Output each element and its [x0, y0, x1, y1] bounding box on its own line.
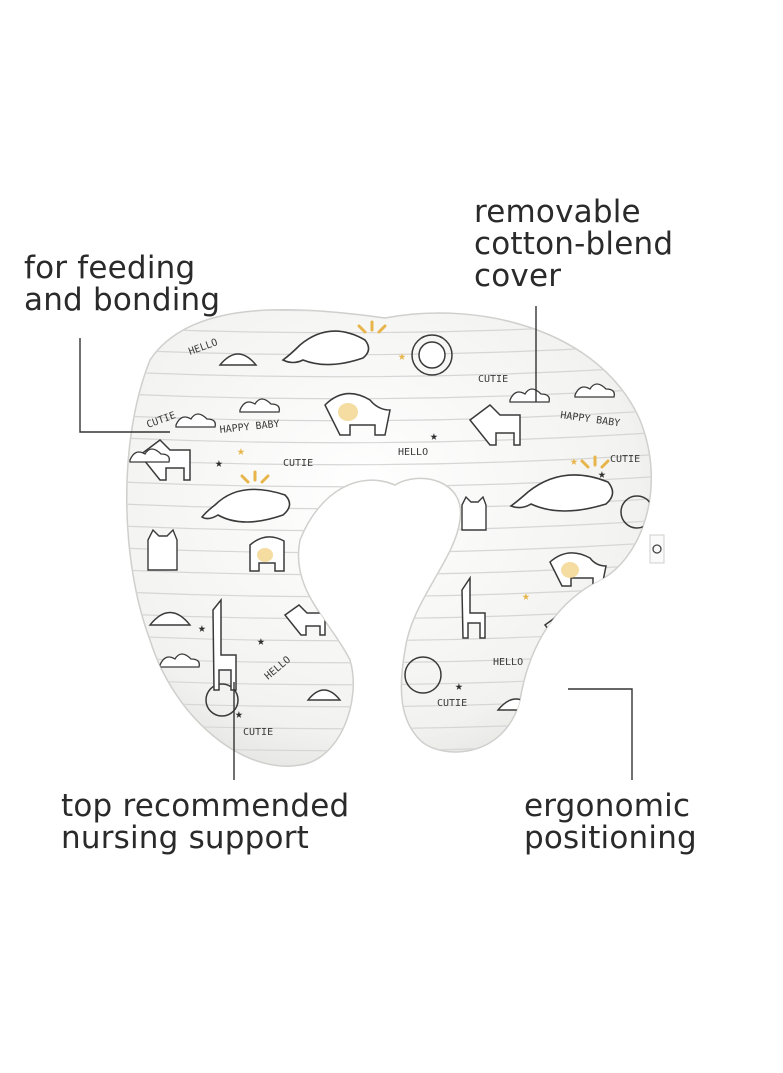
callout-ergonomic-positioning: ergonomic positioning: [524, 788, 697, 856]
svg-text:★: ★: [522, 589, 530, 604]
print-word-cutie: CUTIE: [243, 727, 273, 738]
svg-text:★: ★: [235, 707, 243, 722]
svg-text:★: ★: [198, 621, 206, 636]
brand-tag: [649, 534, 665, 564]
giraffe-doodle: [212, 575, 486, 691]
svg-text:★: ★: [598, 467, 606, 482]
fabric-stripe: [126, 364, 652, 378]
svg-text:★: ★: [237, 444, 245, 459]
svg-text:★: ★: [430, 429, 438, 444]
callout-removable-cover: removable cotton-blend cover: [474, 194, 674, 294]
print-word-hello: HELLO: [493, 657, 523, 668]
print-word-cutie: CUTIE: [478, 374, 508, 385]
elephant-doodle: [249, 392, 607, 587]
leader-ergonomic: [568, 688, 633, 780]
svg-text:★: ★: [570, 454, 578, 469]
whale-doodle: [200, 330, 614, 523]
print-word-hello: HELLO: [398, 447, 428, 458]
print-word-cutie: CUTIE: [610, 454, 640, 465]
print-word-cutie: CUTIE: [283, 458, 313, 469]
print-word-cutie: CUTIE: [437, 698, 467, 709]
leader-feeding: [79, 338, 170, 433]
cloud-doodle: [129, 383, 615, 668]
svg-text:★: ★: [257, 634, 265, 649]
svg-text:★: ★: [455, 679, 463, 694]
sparkle-doodle: [240, 320, 610, 484]
fabric-stripe: [126, 430, 652, 444]
callout-nursing-support: top recommended nursing support: [61, 788, 350, 856]
lion-doodle: [205, 334, 652, 717]
svg-text:★: ★: [398, 349, 406, 364]
svg-text:★: ★: [215, 456, 223, 471]
callout-feeding-bonding: for feeding and bonding: [24, 250, 221, 318]
